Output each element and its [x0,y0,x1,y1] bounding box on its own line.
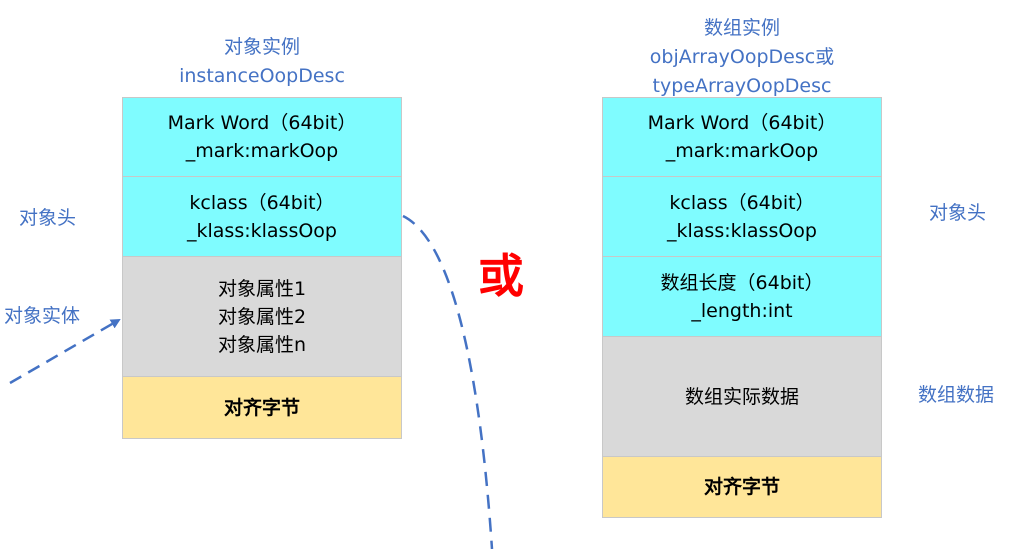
instance-layout: Mark Word（64bit） _mark:markOop kclass（64… [122,97,402,439]
array-length-label: 数组长度（64bit） [660,271,824,294]
kclass-label: kclass（64bit） [189,191,335,214]
array-data-annotation: 数组数据 [918,384,995,406]
object-field-1: 对象属性1 [217,277,307,300]
object-field-2: 对象属性2 [217,305,307,328]
array-padding-label: 对齐字节 [703,476,780,498]
array-layout: Mark Word（64bit） _mark:markOop kclass（64… [602,97,882,518]
kclass-field: _klass:klassOop [187,219,337,242]
left-title: 对象实例 instanceOopDesc [112,33,412,91]
object-fields-cell: 对象属性1 对象属性2 对象属性n [122,257,402,377]
array-padding-cell: 对齐字节 [602,457,882,518]
array-kclass-cell: kclass（64bit） _klass:klassOop [602,177,882,257]
array-data-label: 数组实际数据 [684,385,799,408]
array-length-field: _length:int [691,299,793,322]
array-mark-word-label: Mark Word（64bit） [647,112,837,134]
right-title-class-obj: objArrayOopDesc或 [649,46,835,68]
mark-word-field: _mark:markOop [185,140,339,162]
array-mark-word-cell: Mark Word（64bit） _mark:markOop [602,97,882,177]
object-header-annotation: 对象头 [19,207,77,229]
array-header-annotation: 对象头 [929,202,987,224]
right-title-class-type: typeArrayOopDesc [652,75,832,97]
padding-cell: 对齐字节 [122,377,402,439]
kclass-cell: kclass（64bit） _klass:klassOop [122,177,402,257]
padding-label: 对齐字节 [223,396,300,419]
right-title-main: 数组实例 [703,17,780,39]
object-field-n: 对象属性n [217,333,307,356]
object-body-annotation: 对象实体 [4,305,81,327]
array-length-cell: 数组长度（64bit） _length:int [602,257,882,337]
or-separator: 或 [478,249,524,303]
mark-word-cell: Mark Word（64bit） _mark:markOop [122,97,402,177]
body-arrow [9,318,121,385]
mark-word-label: Mark Word（64bit） [167,112,357,134]
left-title-main: 对象实例 [223,36,300,58]
array-kclass-field: _klass:klassOop [667,219,817,242]
right-title: 数组实例 objArrayOopDesc或 typeArrayOopDesc [592,14,892,101]
array-mark-word-field: _mark:markOop [665,140,819,162]
array-kclass-label: kclass（64bit） [669,191,815,214]
left-title-class: instanceOopDesc [179,65,345,87]
array-data-cell: 数组实际数据 [602,337,882,457]
dashed-curve [402,214,494,549]
